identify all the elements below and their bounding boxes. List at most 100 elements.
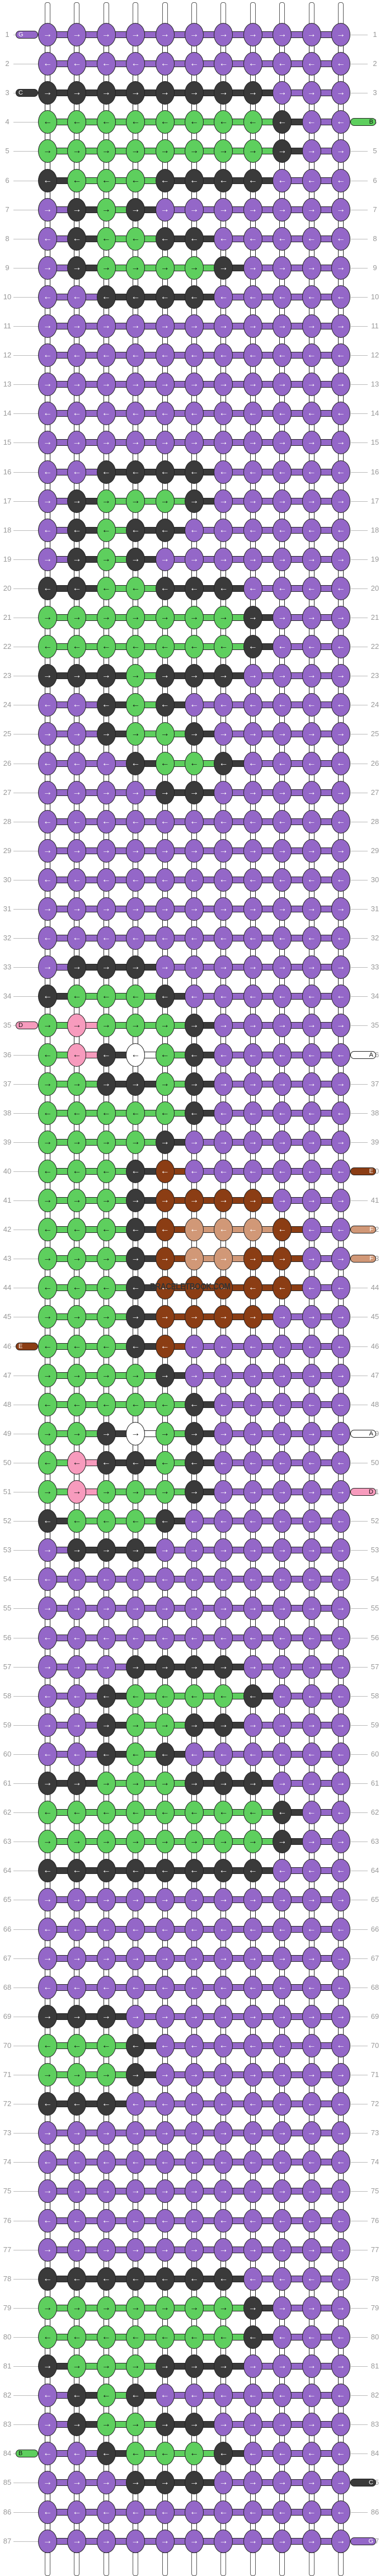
knot-r13-c9[interactable]: → xyxy=(273,373,292,397)
knot-r10-c2[interactable]: ← xyxy=(67,285,87,309)
knot-r61-c6[interactable]: → xyxy=(185,1772,204,1795)
knot-r68-c9[interactable]: ← xyxy=(273,1975,292,1999)
knot-r24-c8[interactable]: ← xyxy=(243,693,262,717)
knot-r23-c8[interactable]: → xyxy=(243,664,262,688)
knot-r11-c9[interactable]: → xyxy=(273,314,292,338)
knot-r27-c1[interactable]: → xyxy=(38,780,57,804)
knot-r71-c1[interactable]: → xyxy=(38,2063,57,2087)
knot-r52-c3[interactable]: ← xyxy=(96,1509,116,1533)
knot-r30-c8[interactable]: ← xyxy=(243,868,262,892)
knot-r17-c1[interactable]: → xyxy=(38,489,57,513)
knot-r22-c8[interactable]: ← xyxy=(243,635,262,659)
knot-r44-c2[interactable]: ← xyxy=(67,1276,87,1300)
knot-r75-c2[interactable]: → xyxy=(67,2179,87,2203)
knot-r79-c11[interactable]: → xyxy=(331,2296,350,2320)
knot-r40-c10[interactable]: ← xyxy=(302,1159,321,1183)
knot-r37-c1[interactable]: → xyxy=(38,1072,57,1096)
knot-r10-c11[interactable]: ← xyxy=(331,285,350,309)
knot-r4-c1[interactable]: ← xyxy=(38,110,57,134)
knot-r9-c7[interactable]: → xyxy=(214,256,233,280)
knot-r25-c8[interactable]: → xyxy=(243,722,262,746)
knot-r22-c7[interactable]: ← xyxy=(214,635,233,659)
knot-r44-c5[interactable]: ← xyxy=(155,1276,175,1300)
knot-r18-c7[interactable]: ← xyxy=(214,518,233,542)
knot-r11-c1[interactable]: → xyxy=(38,314,57,338)
knot-r28-c6[interactable]: ← xyxy=(185,809,204,833)
knot-r17-c10[interactable]: → xyxy=(302,489,321,513)
knot-r84-c10[interactable]: ← xyxy=(302,2442,321,2466)
knot-r14-c11[interactable]: ← xyxy=(331,402,350,426)
knot-r12-c2[interactable]: ← xyxy=(67,343,87,368)
knot-r2-c1[interactable]: ← xyxy=(38,52,57,76)
knot-r72-c11[interactable]: ← xyxy=(331,2092,350,2116)
knot-r6-c4[interactable]: ← xyxy=(126,168,145,192)
knot-r50-c1[interactable]: ← xyxy=(38,1451,57,1475)
knot-r20-c1[interactable]: ← xyxy=(38,576,57,600)
knot-r61-c9[interactable]: → xyxy=(273,1772,292,1795)
knot-r9-c9[interactable]: → xyxy=(273,256,292,280)
knot-r26-c2[interactable]: ← xyxy=(67,751,87,775)
knot-r56-c2[interactable]: ← xyxy=(67,1626,87,1650)
knot-r74-c10[interactable]: ← xyxy=(302,2150,321,2174)
knot-r76-c8[interactable]: ← xyxy=(243,2208,262,2233)
knot-r80-c9[interactable]: ← xyxy=(273,2325,292,2349)
knot-r68-c1[interactable]: ← xyxy=(38,1975,57,1999)
knot-r77-c6[interactable]: → xyxy=(185,2238,204,2262)
knot-r80-c3[interactable]: ← xyxy=(96,2325,116,2349)
knot-r51-c3[interactable]: → xyxy=(96,1480,116,1504)
knot-r46-c6[interactable]: ← xyxy=(185,1334,204,1358)
knot-r83-c4[interactable]: → xyxy=(126,2413,145,2437)
knot-r12-c4[interactable]: ← xyxy=(126,343,145,368)
knot-r32-c11[interactable]: ← xyxy=(331,926,350,950)
knot-r53-c6[interactable]: → xyxy=(185,1538,204,1562)
knot-r16-c1[interactable]: ← xyxy=(38,460,57,484)
knot-r84-c8[interactable]: ← xyxy=(243,2442,262,2466)
knot-r11-c8[interactable]: → xyxy=(243,314,262,338)
knot-r67-c9[interactable]: → xyxy=(273,1946,292,1970)
knot-r25-c3[interactable]: → xyxy=(96,722,116,746)
knot-r81-c10[interactable]: → xyxy=(302,2354,321,2378)
knot-r29-c2[interactable]: → xyxy=(67,839,87,863)
knot-r20-c2[interactable]: ← xyxy=(67,576,87,600)
knot-r77-c5[interactable]: → xyxy=(155,2238,175,2262)
knot-r27-c8[interactable]: → xyxy=(243,780,262,804)
knot-r82-c8[interactable]: ← xyxy=(243,2384,262,2408)
knot-r76-c9[interactable]: ← xyxy=(273,2208,292,2233)
knot-r70-c6[interactable]: ← xyxy=(185,2033,204,2057)
knot-r20-c3[interactable]: ← xyxy=(96,576,116,600)
knot-r81-c9[interactable]: → xyxy=(273,2354,292,2378)
knot-r20-c4[interactable]: ← xyxy=(126,576,145,600)
knot-r56-c4[interactable]: ← xyxy=(126,1626,145,1650)
knot-r23-c6[interactable]: → xyxy=(185,664,204,688)
knot-r19-c10[interactable]: → xyxy=(302,547,321,571)
knot-r56-c6[interactable]: ← xyxy=(185,1626,204,1650)
knot-r35-c6[interactable]: → xyxy=(185,1014,204,1038)
knot-r8-c4[interactable]: ← xyxy=(126,227,145,251)
knot-r37-c6[interactable]: → xyxy=(185,1072,204,1096)
knot-r34-c4[interactable]: ← xyxy=(126,985,145,1009)
knot-r46-c7[interactable]: ← xyxy=(214,1334,233,1358)
knot-r39-c2[interactable]: → xyxy=(67,1130,87,1154)
knot-r22-c2[interactable]: ← xyxy=(67,635,87,659)
knot-r80-c7[interactable]: ← xyxy=(214,2325,233,2349)
knot-r80-c6[interactable]: ← xyxy=(185,2325,204,2349)
knot-r47-c3[interactable]: → xyxy=(96,1363,116,1387)
knot-r58-c3[interactable]: ← xyxy=(96,1684,116,1708)
knot-r70-c9[interactable]: ← xyxy=(273,2033,292,2057)
knot-r76-c4[interactable]: ← xyxy=(126,2208,145,2233)
knot-r28-c10[interactable]: ← xyxy=(302,809,321,833)
knot-r61-c1[interactable]: → xyxy=(38,1772,57,1795)
knot-r46-c10[interactable]: ← xyxy=(302,1334,321,1358)
knot-r81-c7[interactable]: → xyxy=(214,2354,233,2378)
knot-r56-c10[interactable]: ← xyxy=(302,1626,321,1650)
knot-r48-c2[interactable]: ← xyxy=(67,1392,87,1416)
knot-r54-c7[interactable]: ← xyxy=(214,1567,233,1591)
knot-r52-c8[interactable]: ← xyxy=(243,1509,262,1533)
knot-r57-c10[interactable]: → xyxy=(302,1655,321,1679)
knot-r49-c2[interactable]: → xyxy=(67,1421,87,1445)
knot-r54-c10[interactable]: ← xyxy=(302,1567,321,1591)
knot-r59-c7[interactable]: → xyxy=(214,1713,233,1737)
knot-r58-c8[interactable]: ← xyxy=(243,1684,262,1708)
knot-r86-c9[interactable]: ← xyxy=(273,2500,292,2524)
knot-r5-c9[interactable]: → xyxy=(273,139,292,163)
